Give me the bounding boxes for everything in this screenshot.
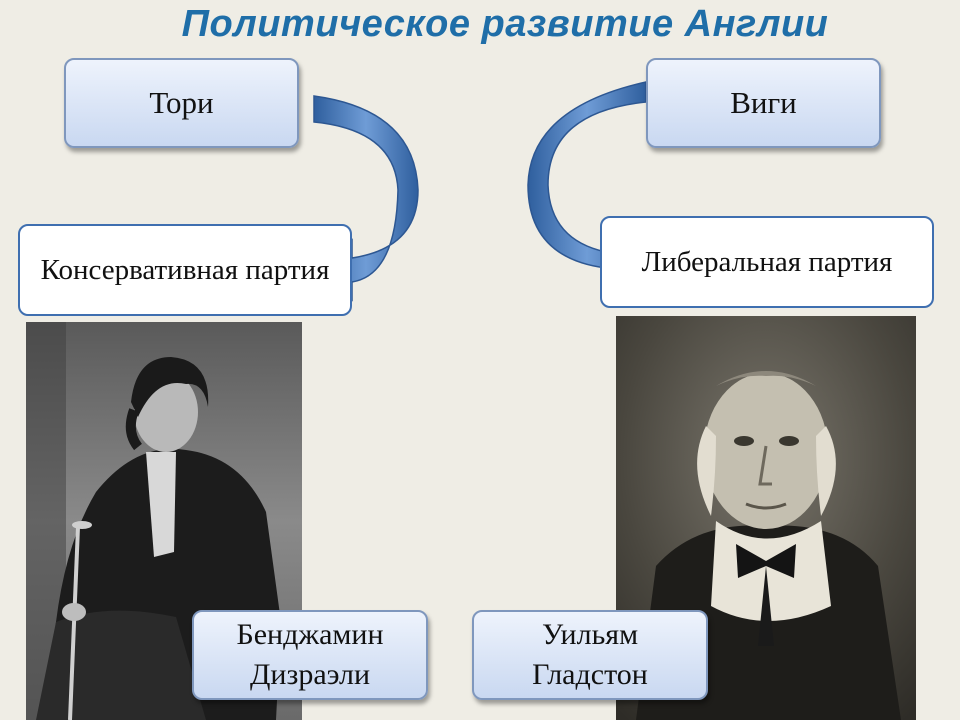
tory-label: Тори bbox=[149, 85, 214, 120]
slide-title: Политическое развитие Англии bbox=[181, 3, 829, 45]
disraeli-caption-box: Бенджамин Дизраэли bbox=[192, 610, 428, 700]
liberal-party-box: Либеральная партия bbox=[600, 216, 934, 308]
conservative-party-label: Консервативная партия bbox=[40, 254, 330, 286]
gladstone-caption: Уильям Гладстон bbox=[532, 618, 648, 691]
conservative-party-box: Консервативная партия bbox=[18, 224, 352, 316]
whig-box: Виги bbox=[646, 58, 881, 148]
liberal-party-label: Либеральная партия bbox=[641, 246, 893, 278]
disraeli-caption: Бенджамин Дизраэли bbox=[236, 618, 384, 691]
tory-box: Тори bbox=[64, 58, 299, 148]
gladstone-caption-box: Уильям Гладстон bbox=[472, 610, 708, 700]
whig-label: Виги bbox=[730, 85, 797, 120]
